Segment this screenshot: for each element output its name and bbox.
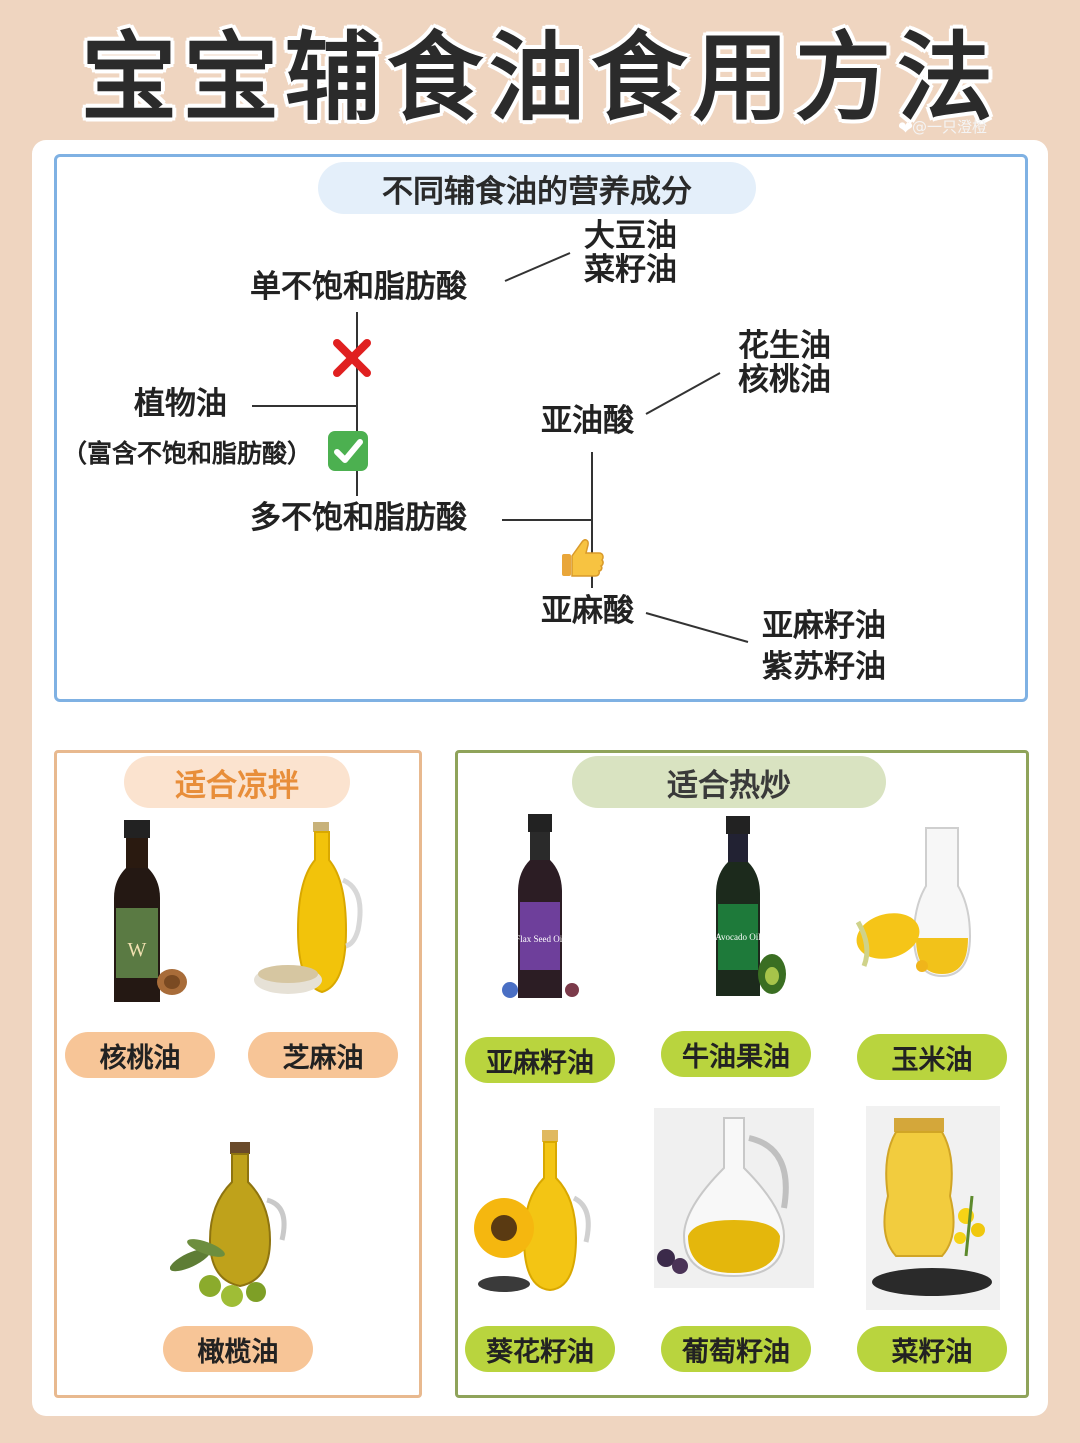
linolenic-oil-2: 紫苏籽油 <box>762 649 886 685</box>
cold-dressing-panel <box>54 750 422 1398</box>
heart-icon: ❤ <box>898 118 914 139</box>
green-check-icon <box>328 431 368 471</box>
stir-fry-header-text: 适合热炒 <box>667 767 791 804</box>
mono-oil-1: 大豆油 <box>584 218 677 254</box>
flax-bottle-label: Flax Seed Oil <box>515 934 565 944</box>
walnut-oil-photo: W <box>114 820 187 1002</box>
rapeseed-oil-photo <box>866 1106 1000 1310</box>
oil-sunflower: 葵花籽油 <box>465 1326 615 1372</box>
grapeseed-oil-photo <box>654 1108 814 1288</box>
flaxseed-oil-photo: Flax Seed Oil <box>502 814 579 998</box>
oil-walnut: 核桃油 <box>65 1032 215 1078</box>
page-title-text: 宝宝辅食油食用方法 <box>81 21 999 134</box>
linoleic-oil-2: 核桃油 <box>738 362 831 398</box>
red-cross-icon <box>333 339 371 377</box>
stir-fry-panel <box>455 750 1029 1398</box>
poly-unsaturated-label: 多不饱和脂肪酸 <box>250 500 467 536</box>
avocado-oil-photo: Avocado Oil <box>715 816 786 996</box>
sesame-oil-photo <box>254 822 363 994</box>
mono-oil-2: 菜籽油 <box>584 252 677 288</box>
cold-dressing-header: 适合凉拌 <box>124 756 350 808</box>
stir-fry-header: 适合热炒 <box>572 756 886 808</box>
olive-oil-photo <box>170 1142 287 1307</box>
page-title: 宝宝辅食油食用方法 <box>0 14 1080 134</box>
oil-olive: 橄榄油 <box>163 1326 313 1372</box>
mono-unsaturated-label: 单不饱和脂肪酸 <box>250 269 467 305</box>
linolenic-oil-1: 亚麻籽油 <box>762 608 886 644</box>
oil-grapeseed: 葡萄籽油 <box>661 1326 811 1372</box>
nutrition-panel <box>54 154 1028 702</box>
linoleic-oil-1: 花生油 <box>738 328 831 364</box>
oil-rapeseed: 菜籽油 <box>857 1326 1007 1372</box>
sunflower-oil-photo <box>474 1130 591 1292</box>
watermark: @一只澄橙 <box>912 118 988 136</box>
avocado-bottle-label: Avocado Oil <box>715 932 761 942</box>
linoleic-acid-label: 亚油酸 <box>541 403 634 439</box>
plant-oil-note: （富含不饱和脂肪酸） <box>62 439 313 468</box>
walnut-bottle-label: W <box>128 939 147 961</box>
oil-avocado: 牛油果油 <box>661 1031 811 1077</box>
corn-oil-photo <box>855 827 972 978</box>
plant-oil-label: 植物油 <box>134 386 227 422</box>
nutrition-header: 不同辅食油的营养成分 <box>318 162 756 214</box>
linolenic-acid-label: 亚麻酸 <box>541 593 634 629</box>
oil-sesame: 芝麻油 <box>248 1032 398 1078</box>
oil-flaxseed: 亚麻籽油 <box>465 1037 615 1083</box>
thumbs-up-icon <box>562 539 604 577</box>
nutrition-header-text: 不同辅食油的营养成分 <box>382 173 692 210</box>
oil-corn: 玉米油 <box>857 1034 1007 1080</box>
cold-dressing-header-text: 适合凉拌 <box>175 767 299 804</box>
